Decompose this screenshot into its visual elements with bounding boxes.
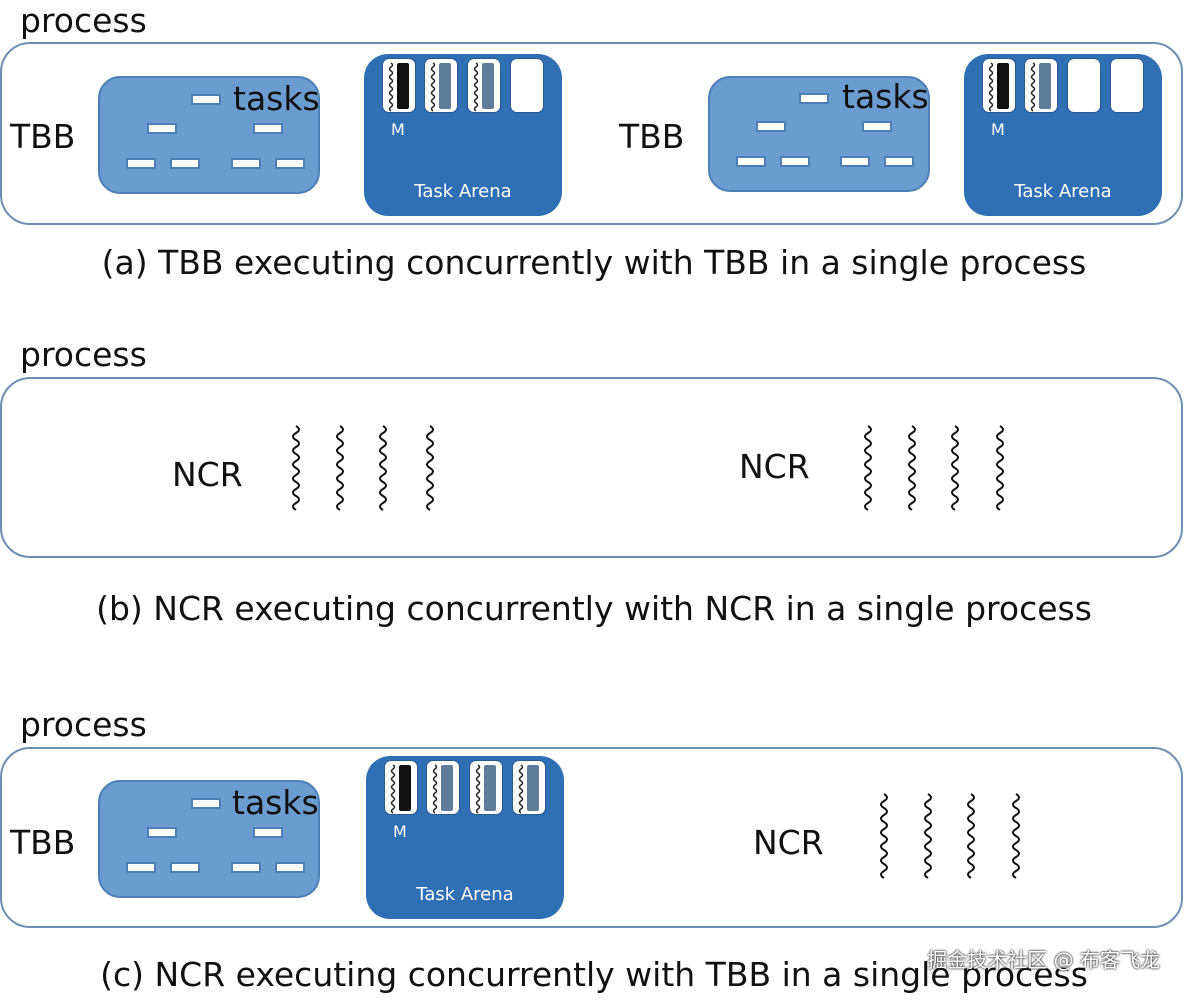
thread-icon [908,425,916,511]
ncr-label-b1: NCR [172,455,243,494]
master-label: M [991,120,1005,139]
task-box [191,94,221,105]
worker-thread-slot [467,58,501,113]
tbb-label-c: TBB [10,823,76,862]
ncr-threads-b1 [292,425,434,511]
thread-icon [924,793,932,879]
worker-thread-icon [430,62,451,112]
thread-icon [864,425,872,511]
task-box [170,862,200,873]
empty-thread-slot [510,58,544,113]
task-box [756,121,786,132]
worker-thread-icon [473,62,494,112]
worker-thread-slot [424,58,458,113]
master-thread-slot [982,58,1016,113]
task-box [884,156,914,167]
task-arena-label: Task Arena [416,884,514,905]
ncr-label-c: NCR [753,823,824,862]
thread-icon [880,793,888,879]
task-pool-a1: tasks [98,76,320,194]
empty-thread-slot [1067,58,1101,113]
worker-thread-icon [1030,62,1051,112]
task-box [275,862,305,873]
tasks-label-a2: tasks [842,77,929,116]
ncr-threads-b2 [864,425,1004,511]
task-box [253,827,283,838]
task-box [799,93,829,104]
task-box [780,156,810,167]
empty-thread-slot [1110,58,1144,113]
worker-thread-slot [512,760,546,815]
task-arena-label: Task Arena [1014,181,1112,202]
task-box [253,123,283,134]
thread-icon [1012,793,1020,879]
caption-b: (b) NCR executing concurrently with NCR … [96,589,1092,628]
tasks-label-a1: tasks [233,79,320,118]
task-pool-c: tasks [98,780,320,898]
task-box [191,798,221,809]
master-thread-icon [390,764,411,814]
ncr-threads-c [880,793,1020,879]
task-box [126,158,156,169]
task-box [126,862,156,873]
ncr-label-b2: NCR [739,447,810,486]
task-arena-c: M Task Arena [366,756,564,919]
tasks-label-c: tasks [232,783,319,822]
task-box [275,158,305,169]
process-label-b: process [20,335,147,374]
task-box [862,121,892,132]
task-arena-label: Task Arena [414,181,512,202]
worker-thread-icon [432,764,453,814]
master-thread-icon [988,62,1009,112]
thread-icon [967,793,975,879]
task-box [840,156,870,167]
process-label-a: process [20,1,147,40]
task-arena-a1: M Task Arena [364,54,562,216]
caption-c: (c) NCR executing concurrently with TBB … [100,955,1088,994]
tbb-label-a2: TBB [619,117,685,156]
worker-thread-icon [518,764,539,814]
master-label: M [391,120,405,139]
task-box [147,123,177,134]
worker-thread-slot [469,760,503,815]
process-label-c: process [20,705,147,744]
master-thread-icon [388,62,409,112]
worker-thread-icon [475,764,496,814]
worker-thread-slot [426,760,460,815]
task-box [170,158,200,169]
thread-icon [951,425,959,511]
task-pool-a2: tasks [708,76,930,192]
master-label: M [393,822,407,841]
task-box [231,158,261,169]
task-box [736,156,766,167]
thread-icon [996,425,1004,511]
thread-icon [292,425,300,511]
thread-icon [426,425,434,511]
task-arena-a2: M Task Arena [964,54,1162,216]
caption-a: (a) TBB executing concurrently with TBB … [101,243,1087,282]
thread-icon [379,425,387,511]
task-box [231,862,261,873]
watermark: 掘金技术社区 @ 布客飞龙 [927,948,1160,972]
thread-icon [336,425,344,511]
worker-thread-slot [1024,58,1058,113]
process-box-b [0,377,1183,558]
tbb-label-a1: TBB [10,117,76,156]
master-thread-slot [384,760,418,815]
task-box [147,827,177,838]
master-thread-slot [382,58,416,113]
